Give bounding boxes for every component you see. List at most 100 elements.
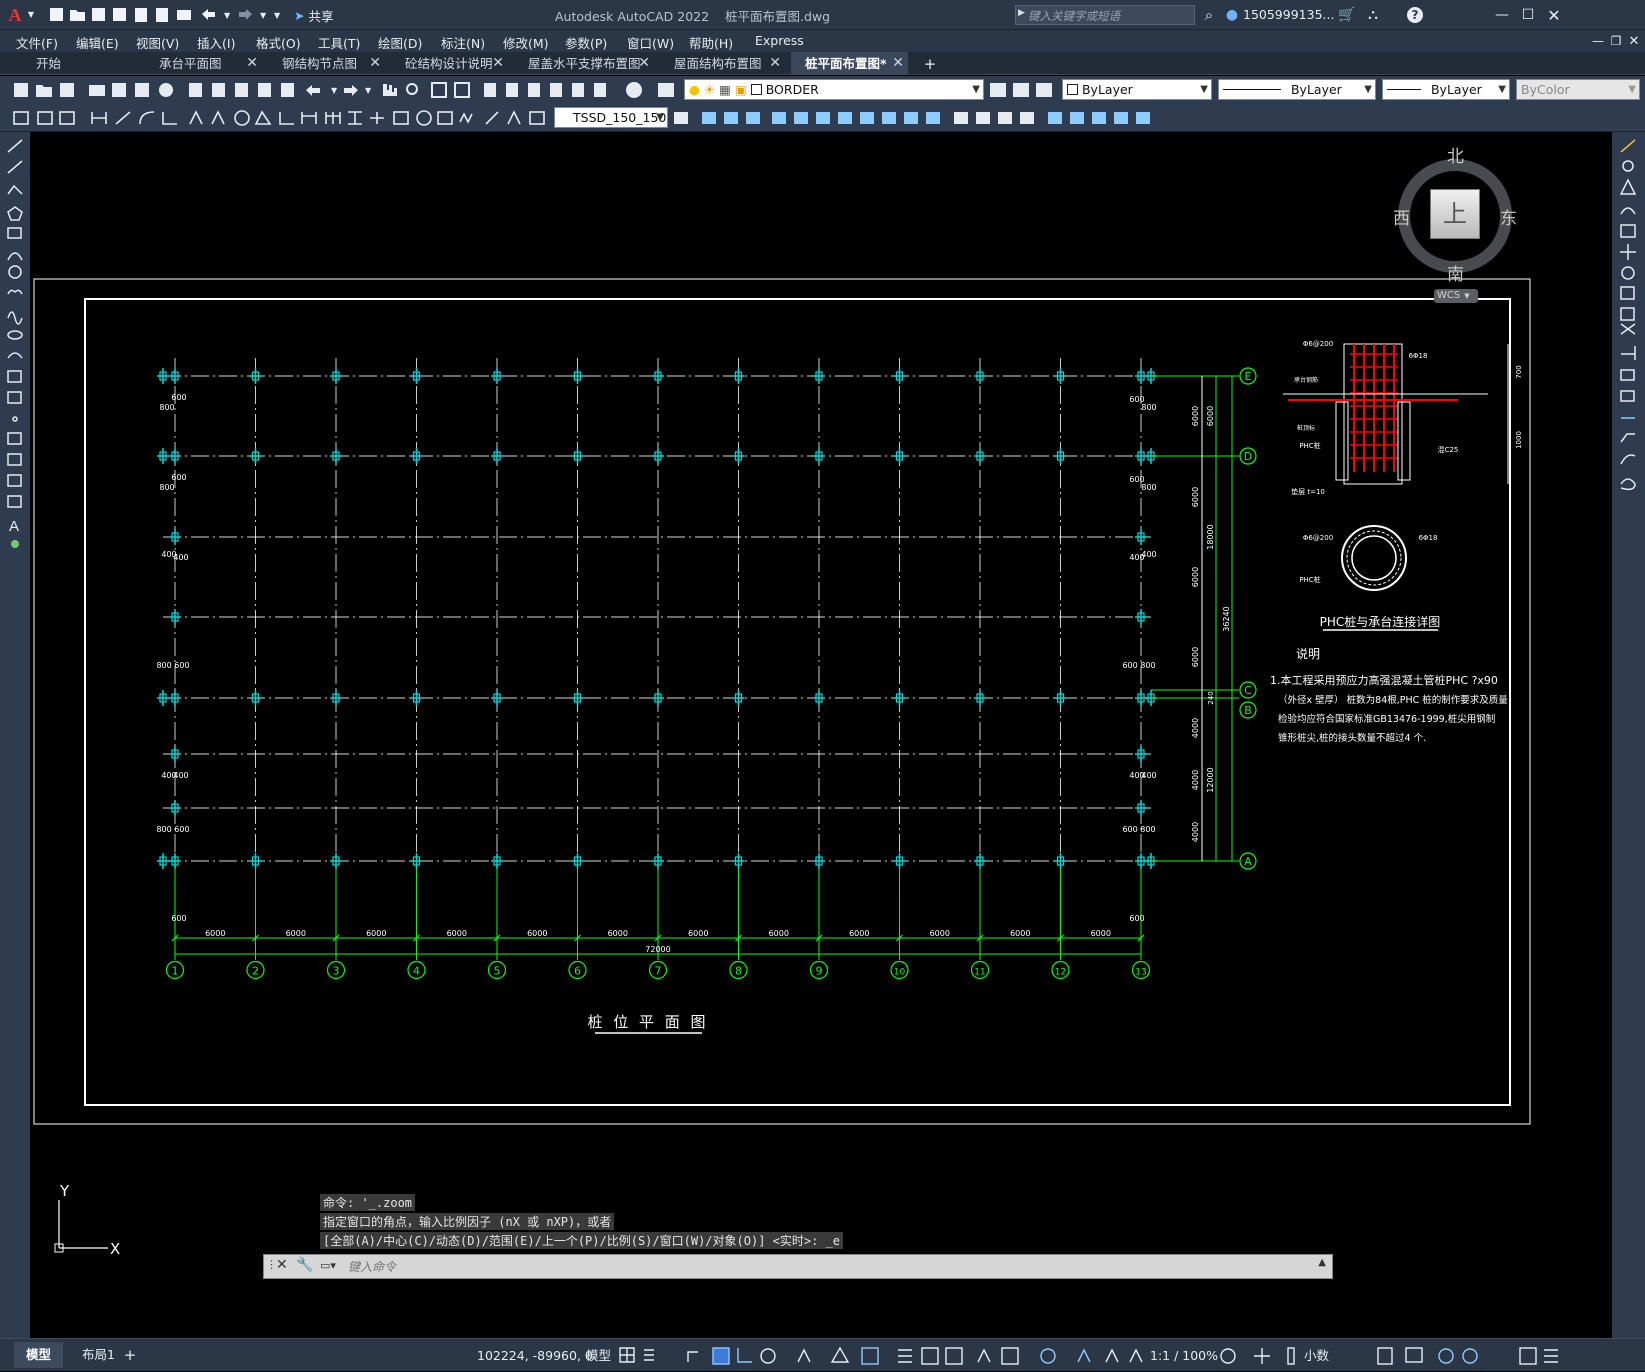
doc-close-icon[interactable]: ✕: [1628, 33, 1640, 49]
menu-insert[interactable]: 插入(I): [197, 36, 236, 51]
stretch-icon[interactable]: [882, 112, 896, 124]
region-icon[interactable]: [7, 474, 22, 487]
help-icon[interactable]: ?: [1405, 5, 1425, 25]
hatch-icon[interactable]: [7, 432, 22, 445]
3d-osnap-icon[interactable]: [977, 1348, 991, 1363]
tab-steel-nodes[interactable]: 钢结构节点图✕: [268, 52, 385, 75]
save-as-icon[interactable]: [113, 8, 126, 21]
tab-start[interactable]: 开始: [36, 56, 62, 71]
dim-edit-icon[interactable]: [485, 111, 499, 125]
tab-roof-structure[interactable]: 屋面结构布置图✕: [660, 52, 785, 75]
group-icon[interactable]: [1092, 112, 1106, 124]
stretch-side-icon[interactable]: [1620, 307, 1635, 321]
center-mark-icon[interactable]: [416, 110, 432, 126]
copy-icon[interactable]: [212, 83, 225, 97]
grid-icon[interactable]: [619, 1347, 635, 1363]
dim-break-icon[interactable]: [370, 112, 384, 124]
menu-modify[interactable]: 修改(M): [503, 36, 549, 51]
annotation-scale[interactable]: 1:1 / 100%: [1150, 1348, 1219, 1363]
move-icon[interactable]: [816, 112, 830, 124]
plot-icon[interactable]: [177, 10, 191, 20]
cart-icon[interactable]: 🛒: [1338, 7, 1356, 23]
inspection-icon[interactable]: [437, 111, 453, 125]
menu-dimension[interactable]: 标注(N): [441, 36, 486, 51]
new-file-icon[interactable]: [50, 8, 63, 21]
undo-icon[interactable]: [306, 85, 320, 96]
ungroup-icon[interactable]: [1114, 112, 1128, 124]
array-icon[interactable]: [794, 112, 808, 124]
scale-side-icon[interactable]: [1620, 286, 1635, 300]
quick-dim-icon[interactable]: [279, 112, 294, 125]
transparency-icon[interactable]: [921, 1347, 939, 1365]
ortho-icon[interactable]: [737, 1348, 752, 1363]
layer-dropdown[interactable]: ● ☀ ▦ ▣ BORDER ▼: [684, 79, 984, 100]
object-snap-tracking-icon[interactable]: [830, 1346, 850, 1363]
design-center-icon[interactable]: [506, 83, 518, 97]
close-window-icon[interactable]: ✕: [1547, 5, 1561, 25]
match-properties-icon[interactable]: [258, 83, 271, 97]
open-file-icon[interactable]: [70, 10, 85, 21]
share-button[interactable]: ➤共享: [294, 7, 334, 24]
quick-properties-icon[interactable]: [1377, 1347, 1393, 1365]
scale-icon[interactable]: [860, 112, 874, 124]
point-icon[interactable]: [12, 416, 18, 422]
command-close-icon[interactable]: ✕: [276, 1257, 288, 1273]
coordinate-readout[interactable]: 102224, -89960, 0: [477, 1348, 593, 1363]
offset-icon[interactable]: [772, 112, 786, 124]
doc-restore-icon[interactable]: ❐: [1610, 34, 1622, 48]
tab-close-icon[interactable]: ✕: [638, 55, 650, 71]
isolate-icon[interactable]: [1136, 112, 1150, 124]
viewcube[interactable]: 上 北 南 西 东: [1393, 142, 1517, 285]
arc-icon[interactable]: [7, 252, 23, 261]
open-icon[interactable]: [36, 85, 52, 97]
tab-close-icon[interactable]: ✕: [892, 55, 904, 71]
isolate-objects-icon[interactable]: [1438, 1348, 1454, 1364]
viewcube-east[interactable]: 东: [1500, 209, 1517, 229]
polar-icon[interactable]: [760, 1348, 776, 1364]
spline-icon[interactable]: [7, 311, 23, 325]
menu-express[interactable]: Express: [755, 33, 804, 48]
menu-view[interactable]: 视图(V): [136, 36, 180, 51]
jogged-linear-icon[interactable]: [459, 112, 473, 124]
lock-ui-icon[interactable]: [1405, 1347, 1423, 1363]
gradient-icon[interactable]: [7, 453, 22, 466]
dim-aligned-icon[interactable]: [115, 111, 131, 125]
customization-icon[interactable]: [1544, 1349, 1558, 1363]
tab-pile-plan[interactable]: 桩平面布置图*✕: [791, 52, 908, 75]
annotation-monitor-icon[interactable]: [1254, 1348, 1270, 1364]
autodesk-app-icon[interactable]: ⛬: [1368, 7, 1378, 23]
ellipse-arc-icon[interactable]: [7, 352, 23, 359]
blend-side-icon[interactable]: [1620, 454, 1636, 465]
undo-icon[interactable]: [202, 9, 215, 20]
tssd-tool-1-icon[interactable]: [13, 111, 29, 125]
dim-radius-icon[interactable]: [189, 110, 203, 125]
join-side-icon[interactable]: [1620, 390, 1635, 402]
dynamic-ucs-icon[interactable]: [1001, 1347, 1019, 1365]
layer-properties-icon[interactable]: [658, 83, 674, 97]
linetype-dropdown[interactable]: ByLayer ▼: [1218, 79, 1376, 100]
autocad-logo-icon[interactable]: A: [8, 4, 22, 25]
wcs-menu[interactable]: WCS▼: [1434, 289, 1478, 303]
gizmo-icon[interactable]: [1077, 1348, 1091, 1363]
mtext-icon[interactable]: A: [9, 518, 19, 535]
drawing-svg[interactable]: 6008006008006008006008004004004004004004…: [30, 132, 1612, 1338]
table-icon[interactable]: [7, 495, 22, 508]
array-side-icon[interactable]: [1620, 224, 1636, 238]
search-icon[interactable]: ⌕: [1204, 6, 1214, 24]
model-space-toggle[interactable]: 模型: [586, 1348, 612, 1363]
layer-state-icon[interactable]: [1036, 83, 1052, 97]
draworder-icon[interactable]: [1070, 112, 1084, 124]
zoom-previous-icon[interactable]: [454, 82, 470, 98]
polygon-icon[interactable]: [7, 206, 23, 221]
erase-icon[interactable]: [702, 112, 716, 124]
dim-linear-icon[interactable]: [91, 112, 107, 124]
viewcube-south[interactable]: 南: [1447, 265, 1464, 285]
doc-minimize-icon[interactable]: —: [1592, 34, 1604, 48]
user-icon[interactable]: ●: [1225, 7, 1239, 23]
lineweight-icon[interactable]: [898, 1349, 912, 1363]
make-block-icon[interactable]: [7, 391, 22, 404]
dim-update-icon[interactable]: [529, 111, 545, 125]
trim-icon[interactable]: [904, 112, 918, 124]
insert-block-icon[interactable]: [7, 370, 22, 383]
